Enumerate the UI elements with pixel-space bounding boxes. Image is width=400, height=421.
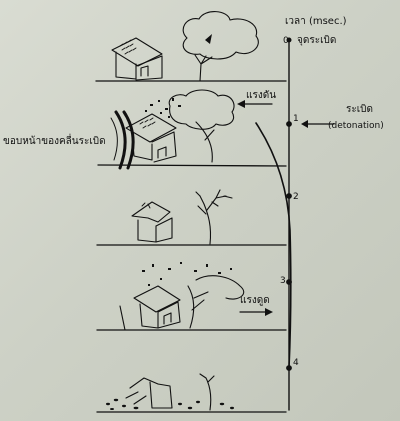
blast-wave-curve bbox=[255, 122, 292, 369]
scene-1-intact bbox=[111, 11, 259, 82]
detonation-label-thai: ระเบิด bbox=[346, 104, 373, 115]
tree-remains bbox=[199, 373, 215, 411]
ground-line-2 bbox=[97, 164, 287, 167]
suction-force-arrow-head bbox=[265, 308, 273, 316]
house-collapsing bbox=[119, 285, 181, 331]
detonation-label-en: (detonation) bbox=[328, 121, 384, 131]
scene-2-blast-hit: แรงดัน bbox=[110, 89, 276, 170]
house-hit bbox=[125, 113, 177, 163]
tick-dot-1 bbox=[286, 121, 292, 127]
scene-4-suction: แรงดูด bbox=[119, 262, 273, 331]
push-force-arrow-head bbox=[237, 100, 245, 108]
tick-label-3: 3 bbox=[280, 276, 286, 286]
tick-dot-2 bbox=[286, 193, 292, 199]
tree-intact bbox=[182, 11, 259, 82]
detonation-arrow-head bbox=[301, 120, 308, 128]
blast-wave-front-arcs bbox=[110, 110, 135, 170]
tick-label-4: 4 bbox=[293, 358, 299, 368]
tree-debris-swirl bbox=[187, 275, 245, 329]
tree-bent bbox=[168, 89, 235, 163]
blast-wave-front-label: ขอบหน้าของคลื่นระเบิด bbox=[3, 133, 106, 147]
tick-label-0: 0 bbox=[283, 36, 289, 46]
tick-label-2: 2 bbox=[293, 192, 299, 202]
tree-stripped bbox=[195, 189, 233, 245]
tick-dot-0 bbox=[286, 37, 292, 43]
ground-rubble bbox=[106, 398, 234, 410]
suction-force-label: แรงดูด bbox=[240, 295, 270, 306]
push-force-label: แรงดัน bbox=[246, 90, 276, 101]
scene-5-destroyed bbox=[106, 373, 234, 411]
scene-3-damaged bbox=[131, 189, 233, 245]
burst-point-label: จุดระเบิด bbox=[297, 35, 336, 46]
house-intact bbox=[111, 37, 163, 81]
house-damaged bbox=[131, 201, 173, 243]
house-ruins bbox=[125, 377, 173, 409]
flying-debris bbox=[145, 98, 181, 118]
tick-label-1: 1 bbox=[293, 114, 299, 124]
time-axis-title: เวลา (msec.) bbox=[285, 16, 347, 27]
flying-debris-2 bbox=[142, 262, 232, 286]
